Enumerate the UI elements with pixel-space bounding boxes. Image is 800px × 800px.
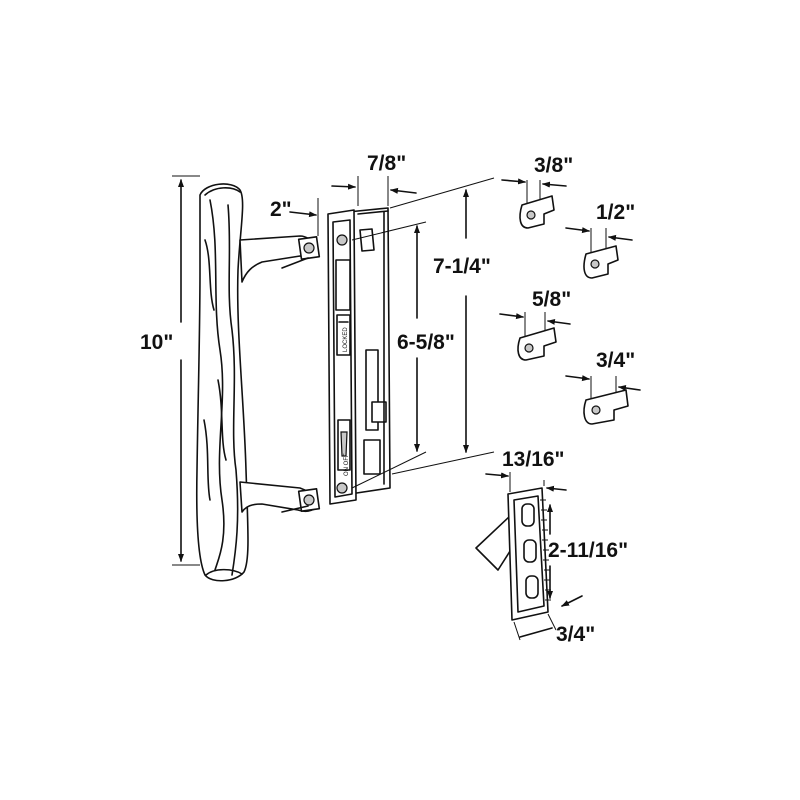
keeper-width-label: 13/16" bbox=[502, 448, 565, 471]
hook-3-4-label: 3/4" bbox=[596, 349, 635, 372]
handle-length-dimension: 10" bbox=[140, 175, 200, 566]
hook-1-2: 1/2" bbox=[565, 201, 635, 279]
hook-3-8-label: 3/8" bbox=[534, 154, 573, 177]
handle-offset-label: 2" bbox=[270, 198, 292, 221]
on-off-label: ON OFF bbox=[344, 453, 350, 476]
plate-depth-dimension: 7/8" bbox=[331, 152, 417, 206]
plate-height-dimension: 7-1/4" bbox=[389, 177, 495, 475]
keeper-width-dimension: 13/16" bbox=[485, 448, 567, 492]
handle-length-label: 10" bbox=[140, 331, 173, 354]
lower-handle-arm bbox=[239, 481, 321, 513]
lock-plate: LOCKED ON OFF bbox=[327, 207, 391, 505]
hook-3-8: 3/8" bbox=[501, 154, 573, 229]
hole-spacing-label: 6-5/8" bbox=[397, 331, 455, 354]
upper-handle-arm bbox=[239, 235, 321, 283]
hole-spacing-dimension: 6-5/8" bbox=[351, 221, 455, 489]
plate-depth-label: 7/8" bbox=[367, 152, 406, 175]
handle-offset-dimension: 2" bbox=[270, 198, 319, 236]
hook-3-4: 3/4" bbox=[565, 349, 641, 425]
keeper-height-label: 2-11/16" bbox=[548, 539, 628, 562]
locked-label: LOCKED bbox=[343, 327, 349, 352]
keeper-height-dimension: 2-11/16" bbox=[547, 504, 628, 599]
door-handle bbox=[195, 183, 249, 582]
hook-5-8: 5/8" bbox=[499, 288, 571, 361]
plate-height-label: 7-1/4" bbox=[433, 255, 491, 278]
keeper-depth-dimension: 3/4" bbox=[513, 595, 595, 646]
hook-5-8-label: 5/8" bbox=[532, 288, 571, 311]
keeper-depth-label: 3/4" bbox=[556, 623, 595, 646]
keeper-plate bbox=[475, 487, 551, 621]
hook-1-2-label: 1/2" bbox=[596, 201, 635, 224]
